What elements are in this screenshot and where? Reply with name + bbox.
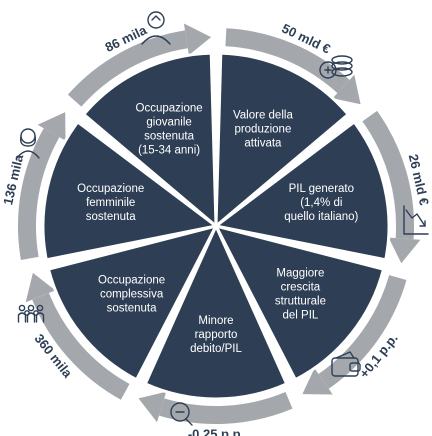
wallet-icon — [331, 351, 361, 377]
value-debito: -0,25 p.p. — [188, 427, 244, 436]
outer-ring — [17, 23, 421, 424]
people-group-icon — [17, 304, 45, 323]
ring-arrowhead-crescita — [302, 368, 333, 395]
ring-arrowhead-complessiva — [25, 272, 56, 303]
ring-arrow-crescita — [318, 275, 407, 389]
pie-segments — [41, 51, 391, 401]
ring-arrow-femminile — [17, 128, 60, 260]
segment-debito — [143, 224, 289, 401]
segment-femminile — [41, 120, 218, 262]
segment-valore — [214, 51, 350, 228]
magnifier-minus-icon — [170, 402, 193, 426]
ring-arrowhead-debito — [138, 391, 167, 423]
segment-crescita — [214, 224, 385, 382]
segment-giovanile — [82, 51, 218, 228]
ring-arrow-pil — [362, 110, 415, 240]
ring-arrowhead-valore — [332, 74, 361, 105]
ring-arrow-complessiva — [32, 292, 130, 400]
ring-arrow-debito — [159, 391, 293, 424]
woman-icon — [16, 128, 40, 159]
segment-complessiva — [47, 224, 218, 382]
ring-arrow-giovanile — [67, 30, 188, 107]
chart-down-icon — [403, 205, 429, 235]
ring-arrowhead-giovanile — [183, 23, 212, 56]
ring-arrowhead-pil — [388, 237, 421, 264]
segment-pil — [214, 120, 391, 262]
coins-icon — [319, 55, 353, 79]
icons — [16, 11, 429, 426]
young-person-icon — [141, 11, 171, 45]
ring-arrowhead-femminile — [37, 112, 66, 141]
